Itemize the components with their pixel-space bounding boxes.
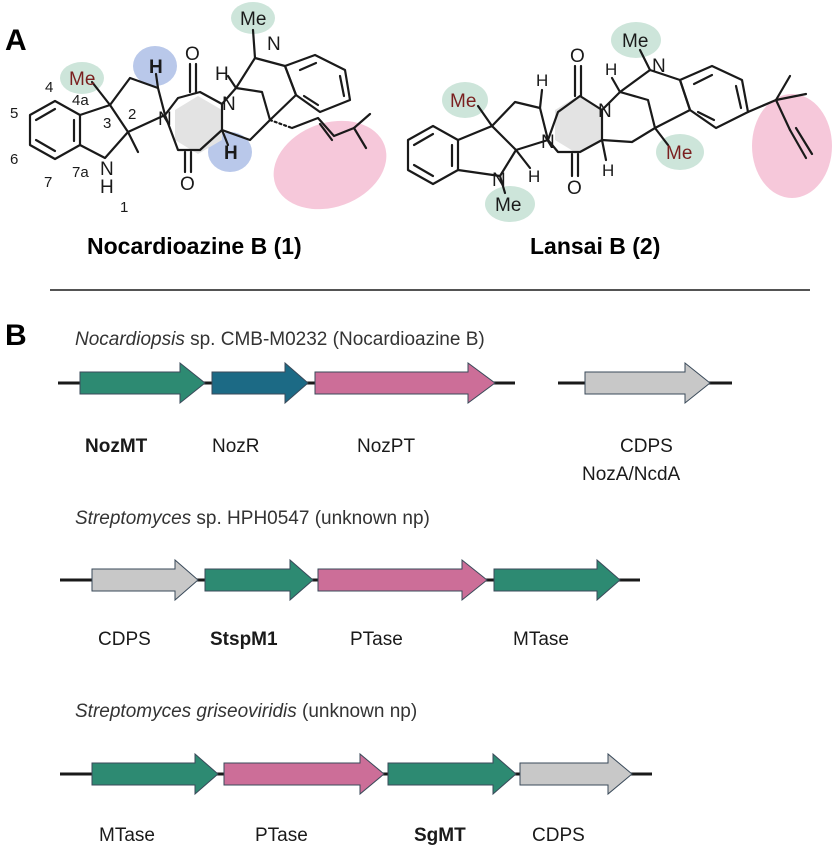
- c2-me-n-bot: Me: [495, 195, 521, 216]
- gene-mtase-3-arrow: [91, 752, 219, 796]
- c1-n3: N: [267, 34, 281, 55]
- c2-n-a: N: [541, 132, 555, 153]
- c2-n-top: N: [652, 56, 666, 77]
- c1-h1: H: [149, 57, 163, 78]
- c1-nh-n: N: [100, 159, 114, 180]
- cluster-2-organism: Streptomyces sp. HPH0547 (unknown np): [75, 508, 430, 529]
- gene-ptase-2-arrow: [317, 558, 488, 602]
- compound2-labels: Me Me Me Me O O N N N N H H H H: [450, 31, 692, 216]
- gene-label-noza-ncda: NozA/NcdA: [582, 464, 681, 485]
- c1-pos-6: 6: [10, 151, 18, 168]
- gene-label-stspm1: StspM1: [210, 629, 278, 650]
- gene-ptase-3-arrow: [223, 752, 385, 796]
- gene-label-nozpt: NozPT: [357, 436, 415, 457]
- gene-cdps-2-arrow: [91, 558, 199, 602]
- compound2-title: Lansai B (2): [530, 233, 660, 259]
- cluster-2: Streptomyces sp. HPH0547 (unknown np) CD…: [60, 508, 640, 650]
- c2-me-n-top: Me: [622, 31, 648, 52]
- c2-h-a: H: [536, 71, 548, 90]
- cluster-1: Nocardiopsis sp. CMB-M0232 (Nocardioazin…: [58, 329, 732, 485]
- c1-n1: N: [222, 94, 236, 115]
- gene-label-ptase-2: PTase: [350, 629, 403, 650]
- gene-label-sgmt: SgMT: [414, 825, 466, 846]
- gene-mtase-2-arrow: [493, 558, 621, 602]
- gene-cdps-3-arrow: [519, 752, 633, 796]
- gene-label-nozr: NozR: [212, 436, 260, 457]
- panel-b-letter: B: [5, 319, 27, 352]
- c2-h-c: H: [605, 60, 617, 79]
- c2-o-top: O: [570, 46, 585, 67]
- c1-pos-7: 7: [44, 174, 52, 191]
- compound1-title: Nocardioazine B (1): [87, 233, 302, 259]
- gene-label-cdps-2: CDPS: [98, 629, 151, 650]
- c1-pos-3: 3: [103, 115, 111, 132]
- c2-n-bot: N: [492, 170, 506, 191]
- cluster-3-organism: Streptomyces griseoviridis (unknown np): [75, 701, 417, 722]
- c1-n2: N: [158, 109, 172, 130]
- c2-me-left: Me: [450, 91, 476, 112]
- cluster-1-organism: Nocardiopsis sp. CMB-M0232 (Nocardioazin…: [75, 329, 485, 350]
- gene-nozr-arrow: [211, 361, 309, 405]
- c1-me-n: Me: [240, 9, 266, 30]
- c1-nh-h: H: [100, 177, 114, 198]
- c2-me-right: Me: [666, 143, 692, 164]
- c1-h3: H: [215, 64, 229, 85]
- compound1-skeleton: [28, 28, 372, 174]
- gene-label-mtase-2: MTase: [513, 629, 569, 650]
- c1-pos-2: 2: [128, 106, 136, 123]
- c1-pos-7a: 7a: [72, 164, 89, 181]
- c1-o-bot: O: [180, 174, 195, 195]
- compound1-labels: Me Me H H H O O N N N N H 4 4a 3 2 5 6 7…: [10, 9, 281, 216]
- gene-stspm1-arrow: [204, 558, 314, 602]
- c1-pos-1: 1: [120, 199, 128, 216]
- c1-h2: H: [224, 143, 238, 164]
- gene-nozmt-arrow: [79, 361, 206, 405]
- c2-h-b: H: [528, 167, 540, 186]
- gene-label-cdps-1: CDPS: [620, 436, 673, 457]
- gene-nozpt-arrow: [314, 362, 496, 404]
- c1-pos-5: 5: [10, 105, 18, 122]
- c1-me-top: Me: [69, 69, 95, 90]
- gene-sgmt-arrow: [387, 752, 517, 796]
- panel-a-letter: A: [5, 24, 27, 57]
- c1-pos-4a: 4a: [72, 92, 89, 109]
- c2-n-b: N: [598, 101, 612, 122]
- gene-label-mtase-3: MTase: [99, 825, 155, 846]
- gene-label-nozmt: NozMT: [85, 436, 148, 457]
- c1-pos-4: 4: [45, 79, 53, 96]
- c2-h-d: H: [602, 161, 614, 180]
- cluster-3: Streptomyces griseoviridis (unknown np) …: [60, 701, 652, 846]
- gene-label-ptase-3: PTase: [255, 825, 308, 846]
- c1-o-top: O: [185, 44, 200, 65]
- compound2-highlights: [442, 22, 832, 222]
- gene-cdps-1-arrow: [584, 361, 711, 405]
- c2-o-bot: O: [567, 178, 582, 199]
- gene-label-cdps-3: CDPS: [532, 825, 585, 846]
- compound2-skeleton: [406, 48, 814, 195]
